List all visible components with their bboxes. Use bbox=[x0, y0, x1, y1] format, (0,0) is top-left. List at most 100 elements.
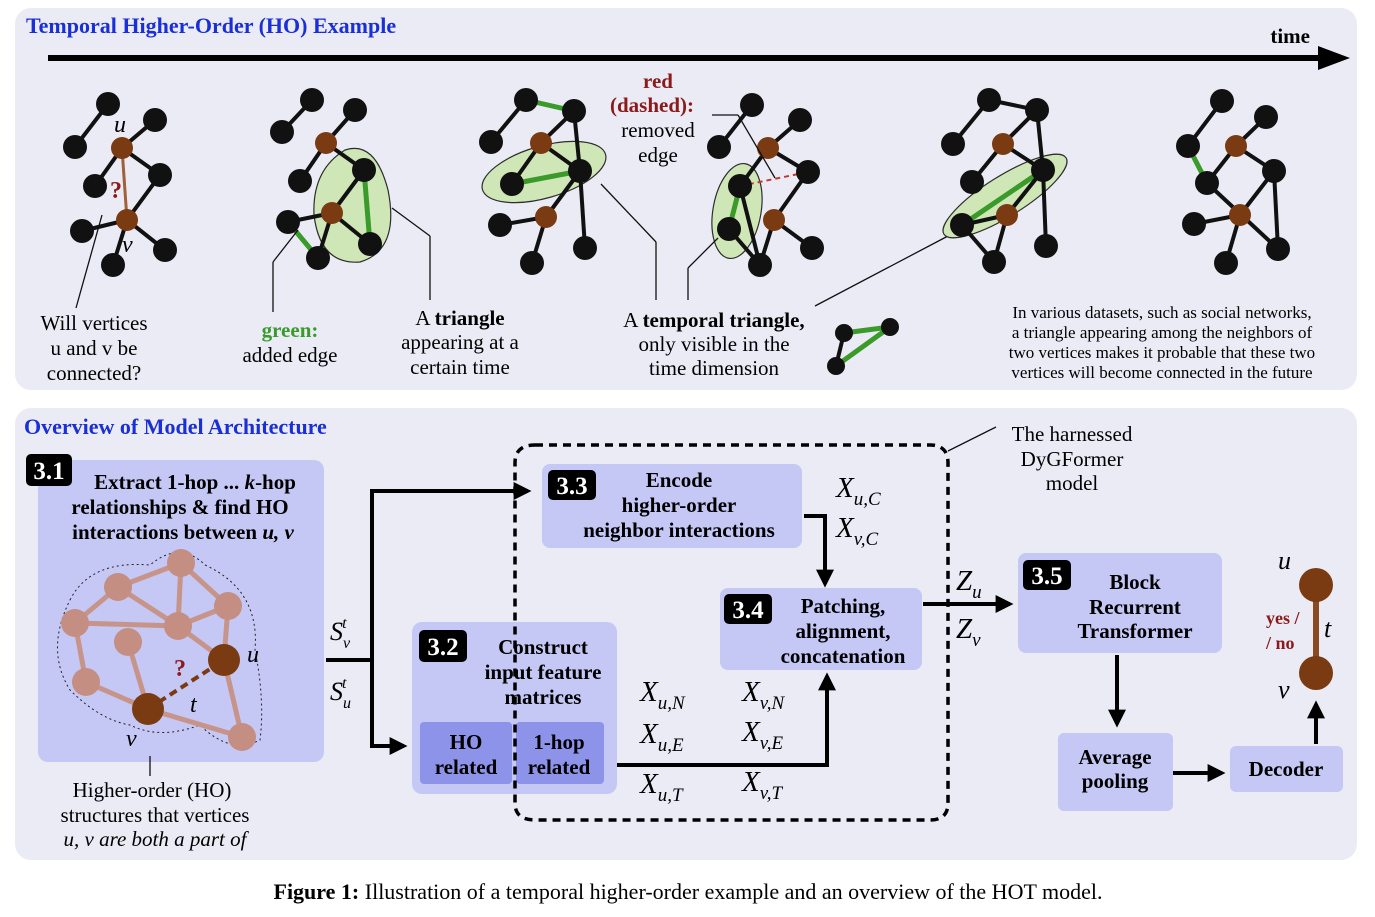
svg-text:A temporal triangle,: A temporal triangle, bbox=[623, 308, 804, 332]
ho-related-box bbox=[420, 722, 512, 784]
output-prediction: u v t yes / / no bbox=[1265, 546, 1333, 704]
svg-text:higher-order: higher-order bbox=[622, 493, 737, 517]
svg-text:3.5: 3.5 bbox=[1031, 563, 1062, 590]
svg-text:edge: edge bbox=[638, 143, 678, 167]
time-label: time bbox=[1270, 24, 1310, 48]
top-panel-title: Temporal Higher-Order (HO) Example bbox=[26, 13, 396, 38]
ho-structure-graph: u v t ? bbox=[57, 549, 263, 752]
arrow-3-2-to-3-4 bbox=[617, 672, 836, 767]
svg-text:two vertices makes it probable: two vertices makes it probable that thes… bbox=[1009, 343, 1315, 362]
X-v-E: Xv,E bbox=[741, 716, 783, 754]
svg-text:HO: HO bbox=[450, 730, 483, 754]
svg-text:certain time: certain time bbox=[410, 355, 510, 379]
step-3-5-text: Block Recurrent Transformer bbox=[1077, 570, 1192, 643]
svg-text:time dimension: time dimension bbox=[649, 356, 780, 380]
svg-text:concatenation: concatenation bbox=[781, 644, 906, 668]
svg-text:model: model bbox=[1046, 471, 1099, 495]
arrow-3-1-to-3-3 bbox=[326, 482, 532, 662]
dataset-note: In various datasets, such as social netw… bbox=[1009, 303, 1315, 382]
svg-text:(dashed):: (dashed): bbox=[610, 93, 694, 117]
time-arrowhead bbox=[1318, 46, 1350, 70]
svg-text:only visible in the: only visible in the bbox=[638, 332, 789, 356]
svg-text:v: v bbox=[126, 726, 137, 752]
bottom-panel-title: Overview of Model Architecture bbox=[24, 414, 327, 439]
svg-text:t: t bbox=[1324, 614, 1332, 643]
X-u-E: Xu,E bbox=[639, 718, 684, 756]
X-u-N: Xu,N bbox=[639, 676, 686, 714]
bottom-panel bbox=[15, 408, 1357, 860]
X-v-T: Xv,T bbox=[741, 766, 783, 804]
svg-text:neighbor interactions: neighbor interactions bbox=[583, 518, 775, 542]
svg-text:v: v bbox=[1278, 675, 1290, 704]
svg-text:A triangle: A triangle bbox=[415, 306, 504, 330]
graph-6 bbox=[1176, 89, 1290, 275]
svg-text:3.1: 3.1 bbox=[33, 458, 64, 485]
Z-u: Zu bbox=[956, 565, 982, 603]
dygformer-region bbox=[513, 443, 950, 822]
S-v-t: Svt bbox=[330, 615, 351, 652]
step-3-4-text: Patching, alignment, concatenation bbox=[781, 594, 906, 668]
temporal-triangle-text: A temporal triangle, only visible in the… bbox=[623, 308, 804, 380]
svg-text:appearing at a: appearing at a bbox=[401, 330, 519, 354]
green-desc: added edge bbox=[242, 343, 337, 367]
svg-text:3.3: 3.3 bbox=[556, 473, 587, 500]
badge-3-4 bbox=[724, 594, 772, 624]
badge-3-5 bbox=[1023, 560, 1071, 590]
badge-3-1 bbox=[26, 454, 72, 486]
graph-1: u v ? bbox=[63, 92, 177, 309]
dygformer-note: The harnessed DyGFormer model bbox=[1012, 422, 1133, 495]
step-3-2-text: Construct input feature matrices HO rela… bbox=[435, 635, 602, 779]
svg-text:Block: Block bbox=[1109, 570, 1161, 594]
svg-text:1-hop: 1-hop bbox=[533, 730, 584, 754]
X-v-N: Xv,N bbox=[741, 676, 785, 714]
svg-text:Higher-order (HO): Higher-order (HO) bbox=[73, 778, 232, 802]
svg-text:DyGFormer: DyGFormer bbox=[1021, 447, 1124, 471]
svg-text:Encode: Encode bbox=[646, 468, 713, 492]
graph-2 bbox=[270, 88, 431, 312]
svg-text:vertices will become connected: vertices will become connected in the fu… bbox=[1011, 363, 1312, 382]
step-3-3-text: Encode higher-order neighbor interaction… bbox=[583, 468, 775, 542]
triangle-text: A triangle appearing at a certain time bbox=[401, 306, 519, 379]
svg-text:u: u bbox=[247, 642, 259, 668]
badge-3-3 bbox=[548, 470, 596, 500]
svg-text:?: ? bbox=[174, 656, 186, 682]
graph1-v-label: v bbox=[122, 232, 133, 258]
average-pooling-text: Average pooling bbox=[1078, 745, 1151, 793]
svg-text:The harnessed: The harnessed bbox=[1012, 422, 1133, 446]
svg-text:Recurrent: Recurrent bbox=[1089, 595, 1181, 619]
graph1-question: ? bbox=[110, 178, 122, 204]
arrow-3-1-to-3-2 bbox=[370, 660, 408, 755]
hop-related-box bbox=[516, 722, 604, 784]
graph1-u-label: u bbox=[114, 112, 126, 138]
svg-text:alignment,: alignment, bbox=[795, 619, 890, 643]
svg-text:u, v are both a part of: u, v are both a part of bbox=[64, 827, 250, 851]
svg-text:a triangle appearing among the: a triangle appearing among the neighbors… bbox=[1012, 323, 1313, 342]
step-3-1-text: Extract 1-hop ... k-hop relationships & … bbox=[71, 470, 296, 544]
S-u-t: Sut bbox=[330, 675, 351, 712]
average-pooling-box bbox=[1058, 733, 1173, 811]
svg-text:interactions between u, v: interactions between u, v bbox=[72, 520, 294, 544]
svg-text:structures that vertices: structures that vertices bbox=[61, 803, 250, 827]
step-3-1-caption: Higher-order (HO) structures that vertic… bbox=[61, 778, 250, 851]
arrow-3-3-to-3-4 bbox=[804, 514, 834, 588]
red-dashed-text: red (dashed): removed edge bbox=[610, 69, 695, 167]
X-u-C: Xu,C bbox=[835, 472, 881, 510]
svg-text:connected?: connected? bbox=[47, 361, 141, 385]
svg-text:Construct: Construct bbox=[498, 635, 588, 659]
Z-v: Zv bbox=[956, 613, 981, 651]
svg-text:relationships & find HO: relationships & find HO bbox=[71, 495, 288, 519]
svg-text:removed: removed bbox=[621, 118, 695, 142]
svg-text:u and v be: u and v be bbox=[51, 336, 138, 360]
decoder-label: Decoder bbox=[1249, 757, 1324, 781]
graph-4 bbox=[687, 93, 824, 300]
svg-text:Will vertices: Will vertices bbox=[40, 311, 147, 335]
svg-text:red: red bbox=[643, 69, 673, 93]
X-u-T: Xu,T bbox=[639, 768, 684, 806]
svg-text:Patching,: Patching, bbox=[801, 594, 886, 618]
svg-text:yes /: yes / bbox=[1266, 608, 1300, 628]
svg-text:Average: Average bbox=[1078, 745, 1151, 769]
svg-text:t: t bbox=[190, 692, 198, 718]
badge-3-2 bbox=[419, 630, 467, 662]
small-triangle-icon bbox=[827, 318, 899, 375]
